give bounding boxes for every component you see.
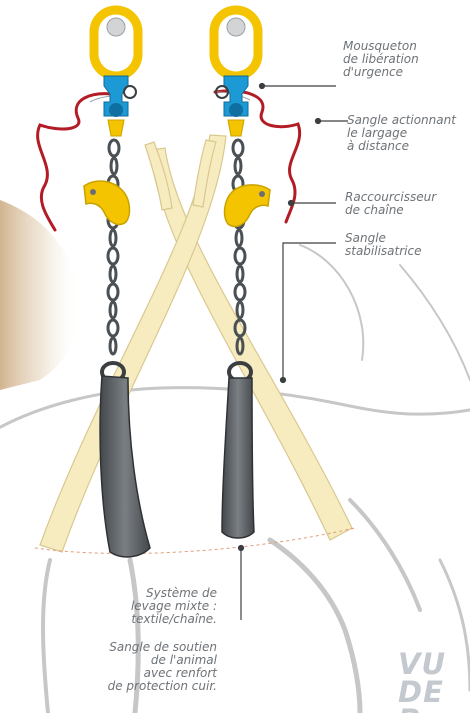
callout-remote-strap-label: Sangle actionnant le largage à distance: [347, 114, 456, 153]
support-band-icon: [100, 363, 150, 557]
callout-support-strap-label: Sangle de soutien de l'animal avec renfo…: [108, 641, 217, 693]
chain-shortener-icon: [84, 181, 129, 224]
view-watermark-text: VU DE P: [398, 650, 470, 713]
callout-shortener-label: Raccourcisseur de chaîne: [345, 191, 436, 217]
right-lifting-assembly: [214, 10, 270, 538]
background-texture: [0, 200, 79, 390]
chain-shortener-icon: [225, 185, 270, 226]
callout-stabilizer-label: Sangle stabilisatrice: [345, 232, 422, 258]
chain-icon: [108, 140, 119, 354]
callout-quick-release-label: Mousqueton de libération d'urgence: [343, 40, 419, 79]
belly-band-seam: [35, 528, 355, 554]
left-lifting-assembly: [84, 10, 150, 557]
callout-lifting-system-label: Système de levage mixte : textile/chaîne…: [131, 587, 217, 626]
